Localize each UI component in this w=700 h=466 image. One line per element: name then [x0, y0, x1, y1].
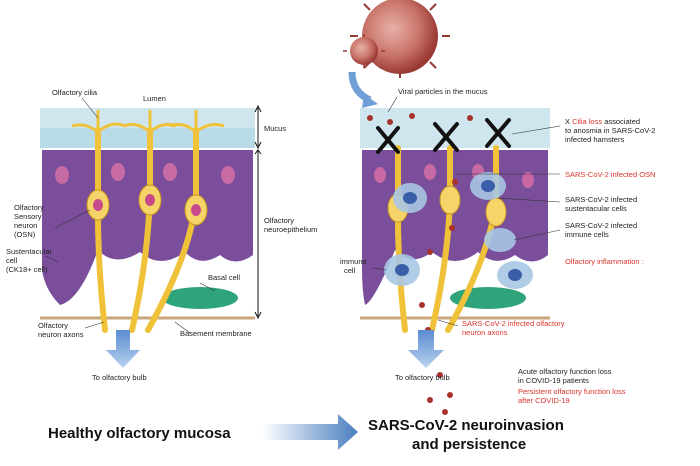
label-neuroepithelium-1: Olfactory [264, 216, 294, 225]
label-infected-axons-1: SARS-CoV-2 infected olfactory [462, 319, 565, 328]
caption-neuroinvasion-1: SARS-CoV-2 neuroinvasion [368, 417, 564, 434]
label-osn-3: neuron [14, 221, 37, 230]
label-acute-2: in COVID-19 patients [518, 376, 589, 385]
label-infected-axons-2: neuron axons [462, 328, 508, 337]
olfactory-cilia [71, 110, 225, 134]
infected-mucosa-panel: Viral particles in the mucus X Cilia los… [340, 0, 655, 415]
label-infected-sust-2: sustentacular cells [565, 204, 627, 213]
sustentacular-nuclei [55, 163, 235, 184]
label-infected-immune-1: SARS-CoV-2 infected [565, 221, 637, 230]
label-acute-1: Acute olfactory function loss [518, 367, 612, 376]
thickness-brackets [254, 104, 262, 320]
label-osn-1: Olfactory [14, 203, 44, 212]
caption-healthy: Healthy olfactory mucosa [48, 425, 231, 442]
caption-neuroinvasion-2: and persistence [412, 436, 526, 453]
label-axons-2: neuron axons [38, 330, 84, 339]
label-viral-particles: Viral particles in the mucus [398, 87, 488, 96]
infected-immune-cells [384, 172, 533, 289]
label-basal-cell: Basal cell [208, 273, 240, 282]
label-persistent-1: Persistent olfactory function loss [518, 387, 626, 396]
bottom-caption: Healthy olfactory mucosa SARS-CoV-2 neur… [48, 414, 564, 453]
label-inflammation: Olfactory inflammation : [565, 257, 644, 266]
label-cilia-loss-3: infected hamsters [565, 135, 624, 144]
label-infected-immune-2: immune cells [565, 230, 609, 239]
label-osn-2: Sensory [14, 212, 42, 221]
leader-lines-right [371, 96, 561, 327]
label-immune-1: immune [340, 257, 367, 266]
basal-cell [162, 287, 238, 309]
leader-lines-left [45, 97, 216, 334]
label-immune-2: cell [344, 266, 356, 275]
label-cilia-loss: X Cilia loss associated [565, 117, 640, 126]
label-olfactory-cilia: Olfactory cilia [52, 88, 98, 97]
label-sustentacular-1: Sustentacular [6, 247, 52, 256]
label-neuroepithelium-2: neuroepithelium [264, 225, 317, 234]
label-mucus: Mucus [264, 124, 286, 133]
label-sustentacular-3: (CK18+ cell) [6, 265, 48, 274]
label-lumen: Lumen [143, 94, 166, 103]
label-basement-membrane: Basement membrane [180, 329, 252, 338]
label-osn-4: (OSN) [14, 230, 36, 239]
sars-cov-2-virus-small [343, 34, 385, 68]
label-infected-sust-1: SARS-CoV-2 infected [565, 195, 637, 204]
to-bulb-arrow-left [106, 330, 140, 368]
label-cilia-loss-2: to anosmia in SARS-CoV-2 [565, 126, 655, 135]
label-to-bulb-left: To olfactory bulb [92, 373, 147, 382]
to-bulb-arrow-right [408, 330, 444, 368]
transition-arrow [262, 414, 358, 450]
infection-arrow [348, 71, 372, 104]
sars-cov-2-virus-large [350, 0, 450, 78]
healthy-mucosa-panel: Olfactory cilia Lumen Mucus Olfactory Se… [6, 88, 317, 382]
cilia-loss-marks [376, 118, 511, 154]
label-to-bulb-right: To olfactory bulb [395, 373, 450, 382]
label-infected-osn: SARS-CoV-2 infected OSN [565, 170, 655, 179]
label-sustentacular-2: cell [6, 256, 18, 265]
label-axons-1: Olfactory [38, 321, 68, 330]
lumen-region [40, 108, 255, 130]
label-persistent-2: after COVID-19 [518, 396, 570, 405]
infection-arrow-head [362, 94, 378, 108]
osn-cell-bodies [86, 184, 208, 226]
viral-particles [367, 113, 473, 415]
